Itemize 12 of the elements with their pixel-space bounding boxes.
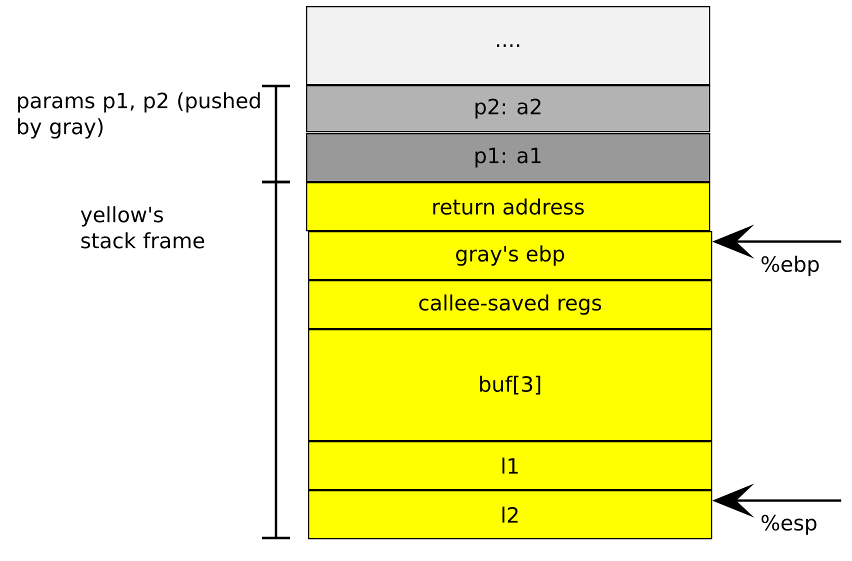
stack-cell: .... xyxy=(306,6,710,86)
stack-cell: callee-saved regs xyxy=(308,280,712,330)
stack-cell: p1: a1 xyxy=(306,133,710,182)
register-label: %esp xyxy=(762,514,816,535)
stack-cell: l1 xyxy=(308,441,712,490)
stack-cell: l2 xyxy=(308,490,712,540)
bracket-label: params p1, p2 (pushed by gray) xyxy=(18,92,260,139)
bracket-label: yellow's stack frame xyxy=(80,206,204,248)
register-label: %ebp xyxy=(762,256,819,276)
stack-cell: gray's ebp xyxy=(308,231,712,280)
stack-cell: p2: a2 xyxy=(306,85,710,132)
stack-cell: return address xyxy=(306,182,710,232)
